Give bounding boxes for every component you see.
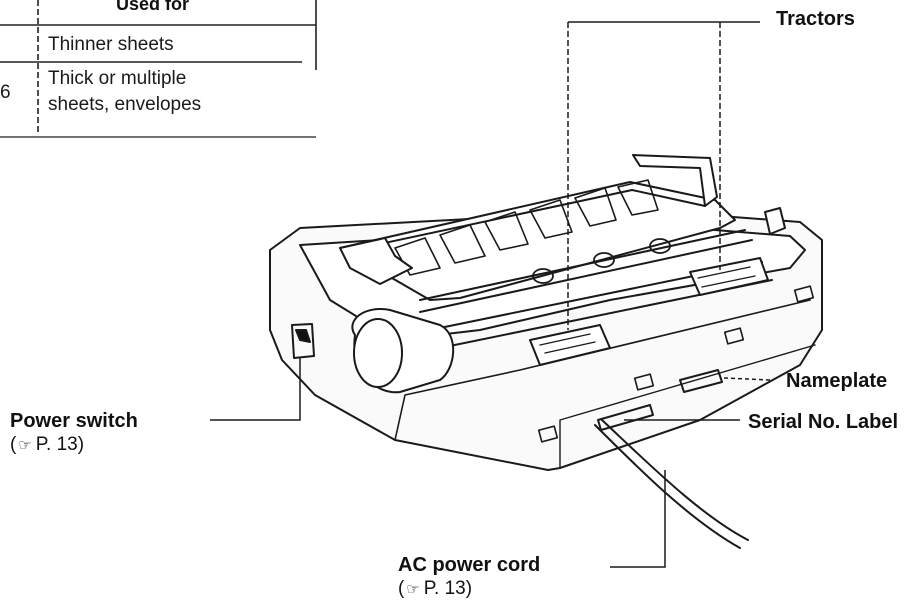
power-switch-ref-page: P. 13) — [36, 434, 84, 455]
ac-cord-ref: (☞ P. 13) — [398, 578, 472, 600]
platen-knob-face — [354, 319, 402, 387]
pointing-hand-icon: ☞ — [406, 581, 419, 598]
ac-cord-label: AC power cord — [398, 554, 540, 577]
printer-illustration — [270, 155, 822, 548]
power-switch-leader — [210, 358, 300, 420]
table-lines — [0, 0, 316, 137]
ac-cord-ref-open: ( — [398, 578, 404, 599]
serial-label: Serial No. Label — [748, 411, 898, 434]
ac-cord-ref-page: P. 13) — [424, 578, 472, 599]
tractors-label: Tractors — [776, 8, 855, 31]
nameplate-label: Nameplate — [786, 370, 887, 393]
power-switch-ref: (☞ P. 13) — [10, 434, 84, 456]
pointing-hand-icon: ☞ — [18, 437, 31, 454]
power-switch-label: Power switch — [10, 410, 138, 433]
power-switch-ref-open: ( — [10, 434, 16, 455]
